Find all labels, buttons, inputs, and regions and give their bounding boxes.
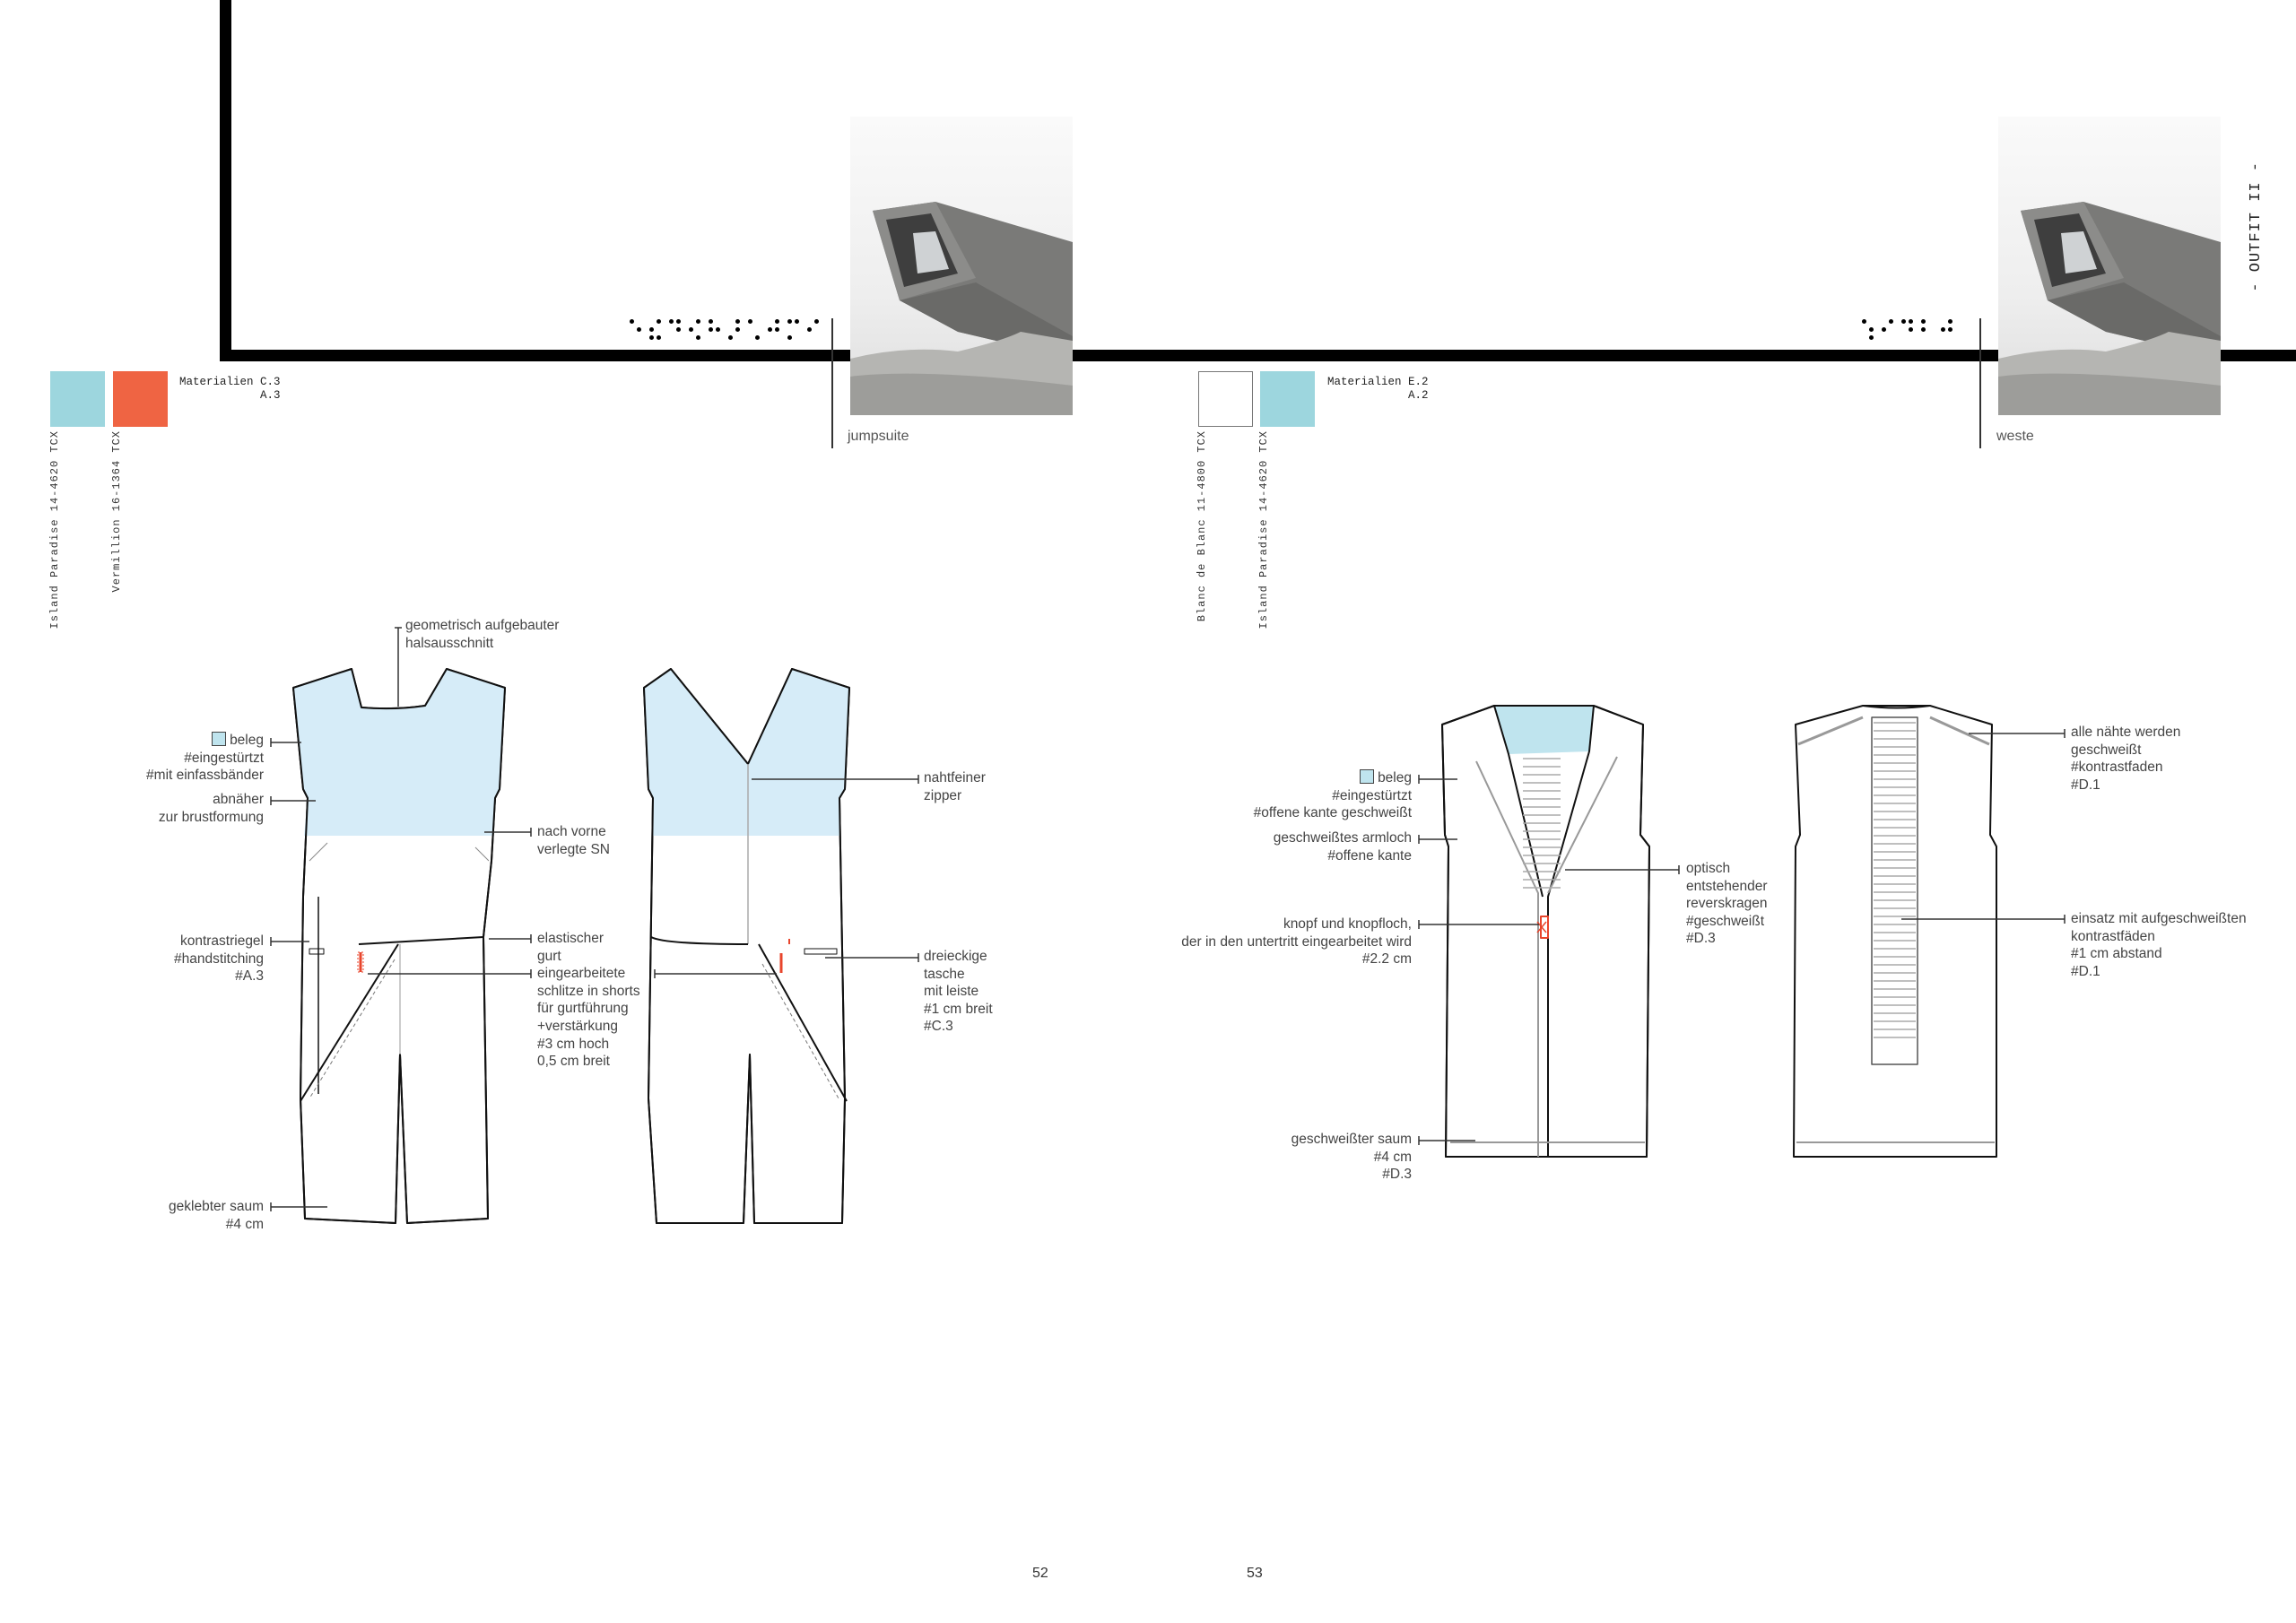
braille-dot	[1909, 327, 1913, 332]
beleg-swatch-icon	[1360, 769, 1375, 784]
annotation-leader-lines	[270, 627, 2066, 1211]
jumpsuit-back-drawing	[643, 668, 850, 1224]
braille-dot	[1941, 327, 1945, 332]
jumpsuit-front-drawing	[292, 668, 506, 1224]
annotation-saum: geklebter saum#4 cm	[169, 1199, 264, 1232]
braille-dot	[787, 335, 792, 340]
braille-dot	[1901, 319, 1906, 324]
garment-label-jumpsuite: jumpsuite	[848, 429, 909, 444]
annotation-beleg: beleg#eingestürtzt#mit einfassbänder	[146, 732, 264, 784]
annotation-vest-beleg: beleg#eingestürtzt#offene kante geschwei…	[1253, 769, 1412, 821]
braille-dot	[676, 327, 681, 332]
page-number-left: 52	[1032, 1566, 1048, 1581]
braille-dot	[649, 335, 654, 340]
braille-dot	[630, 319, 634, 324]
vest-front-drawing	[1441, 705, 1650, 1158]
braille-dot	[657, 335, 661, 340]
braille-dot	[1948, 327, 1952, 332]
braille-dot	[775, 319, 779, 324]
braille-pattern-left	[630, 319, 819, 343]
braille-dot	[735, 319, 740, 324]
braille-dot	[1862, 319, 1866, 324]
braille-dot	[709, 319, 713, 324]
braille-dot	[1889, 319, 1893, 324]
braille-dot	[748, 319, 752, 324]
braille-dot	[649, 327, 654, 332]
braille-dot	[1882, 327, 1886, 332]
braille-dot	[657, 319, 661, 324]
braille-pattern-right	[1862, 319, 1961, 343]
color-swatch-island-paradise	[1260, 371, 1315, 427]
garment-label-weste: weste	[1996, 429, 2034, 444]
braille-dot	[1909, 319, 1913, 324]
page-number-right: 53	[1247, 1566, 1263, 1581]
braille-dot	[696, 335, 700, 340]
braille-dot	[716, 327, 720, 332]
braille-dot	[696, 319, 700, 324]
materials-label: Materialien E.2 A.2	[1327, 376, 1429, 402]
braille-dot	[709, 327, 713, 332]
annotation-kontrastriegel: kontrastriegel#handstitching#A.3	[174, 933, 264, 985]
braille-dot	[795, 319, 799, 324]
braille-dot	[787, 319, 792, 324]
braille-dot	[735, 327, 740, 332]
annotation-vest-knopf: knopf und knopfloch,der in den untertrit…	[1181, 916, 1412, 968]
braille-dot	[637, 327, 641, 332]
braille-dot	[755, 335, 760, 340]
braille-dot	[1869, 335, 1874, 340]
braille-dot	[689, 327, 693, 332]
braille-dot	[1869, 327, 1874, 332]
vest-back-drawing	[1793, 705, 1997, 1158]
divider-line	[1979, 318, 1981, 448]
braille-dot	[669, 319, 674, 324]
braille-dot	[676, 319, 681, 324]
braille-dot	[768, 327, 772, 332]
color-swatch-vermillion	[113, 371, 168, 427]
divider-line	[831, 318, 833, 448]
frame-horizontal-bar	[220, 350, 2296, 361]
beleg-swatch-icon	[212, 732, 227, 746]
braille-dot	[814, 319, 819, 324]
materials-label: Materialien C.3 A.3	[179, 376, 281, 402]
architecture-photo	[850, 117, 1073, 415]
braille-dot	[775, 327, 779, 332]
annotation-vest-saum: geschweißter saum#4 cm#D.3	[1291, 1132, 1412, 1183]
annotation-vest-armloch: geschweißtes armloch#offene kante	[1273, 830, 1412, 864]
color-swatch-island-paradise	[50, 371, 105, 427]
braille-dot	[1921, 327, 1926, 332]
frame-vertical-bar	[220, 0, 231, 360]
braille-dot	[1921, 319, 1926, 324]
braille-dot	[1948, 319, 1952, 324]
color-swatch-blanc-de-blanc	[1198, 371, 1253, 427]
architecture-photo	[1998, 117, 2221, 415]
braille-dot	[807, 327, 812, 332]
braille-dot	[728, 335, 733, 340]
